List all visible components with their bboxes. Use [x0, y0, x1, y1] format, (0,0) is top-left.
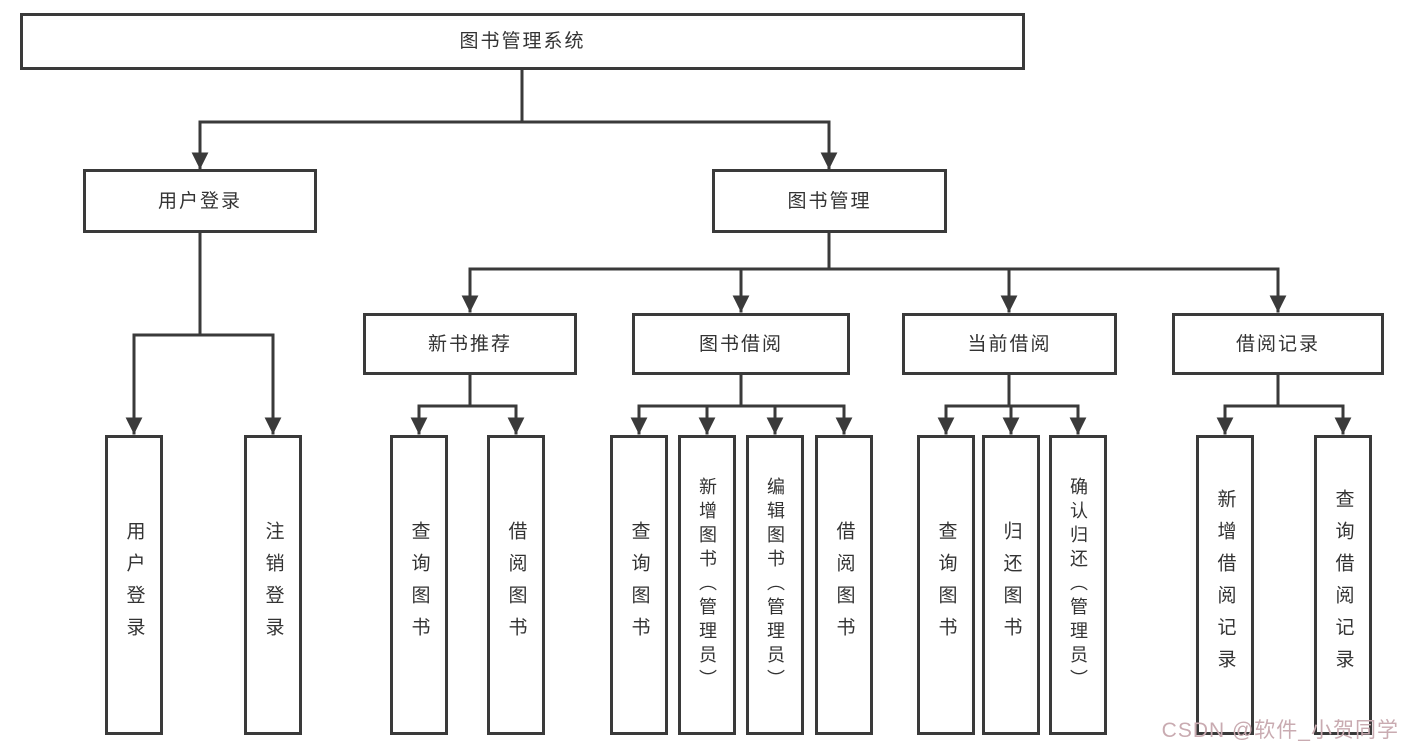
leaf-label: 用户登录: [123, 521, 145, 649]
leaf-edit-books-admin: 编辑图书（管理员）: [746, 435, 804, 735]
leaf-logout: 注销登录: [244, 435, 302, 735]
branch-label: 借阅记录: [1235, 333, 1320, 355]
branch-label: 新书推荐: [427, 333, 512, 355]
leaf-return-books: 归还图书: [982, 435, 1040, 735]
leaf-user-login: 用户登录: [105, 435, 163, 735]
leaf-label: 查询图书: [408, 521, 430, 649]
leaf-borrow-books-recommend: 借阅图书: [487, 435, 545, 735]
leaf-label: 编辑图书（管理员）: [765, 477, 785, 693]
leaf-label: 新增图书（管理员）: [697, 477, 717, 693]
leaf-query-books-recommend: 查询图书: [390, 435, 448, 735]
branch-label: 当前借阅: [967, 333, 1052, 355]
leaf-label: 借阅图书: [505, 521, 527, 649]
leaf-query-borrow-record: 查询借阅记录: [1314, 435, 1372, 735]
leaf-borrow-books-borrowing: 借阅图书: [815, 435, 873, 735]
branch-user-login: 用户登录: [83, 169, 317, 233]
leaf-query-books-borrowing: 查询图书: [610, 435, 668, 735]
branch-book-management: 图书管理: [712, 169, 947, 233]
leaf-label: 注销登录: [262, 521, 284, 649]
root-box: 图书管理系统: [20, 13, 1025, 70]
branch-book-borrowing: 图书借阅: [632, 313, 850, 375]
leaf-label: 归还图书: [1000, 521, 1022, 649]
branch-borrow-records: 借阅记录: [1172, 313, 1384, 375]
leaf-add-borrow-record: 新增借阅记录: [1196, 435, 1254, 735]
leaf-label: 查询图书: [628, 521, 650, 649]
branch-label: 用户登录: [157, 190, 242, 212]
branch-label: 图书管理: [787, 190, 872, 212]
leaf-label: 查询借阅记录: [1332, 489, 1354, 681]
branch-current-borrowing: 当前借阅: [902, 313, 1117, 375]
leaf-label: 确认归还（管理员）: [1068, 477, 1088, 693]
leaf-add-books-admin: 新增图书（管理员）: [678, 435, 736, 735]
root-label: 图书管理系统: [459, 31, 586, 52]
leaf-confirm-return-admin: 确认归还（管理员）: [1049, 435, 1107, 735]
branch-new-book-recommendation: 新书推荐: [363, 313, 577, 375]
leaf-query-books-current: 查询图书: [917, 435, 975, 735]
leaf-label: 借阅图书: [833, 521, 855, 649]
leaf-label: 新增借阅记录: [1214, 489, 1236, 681]
csdn-watermark: CSDN @软件_小贺同学: [1161, 719, 1399, 742]
branch-label: 图书借阅: [698, 333, 783, 355]
leaf-label: 查询图书: [935, 521, 957, 649]
